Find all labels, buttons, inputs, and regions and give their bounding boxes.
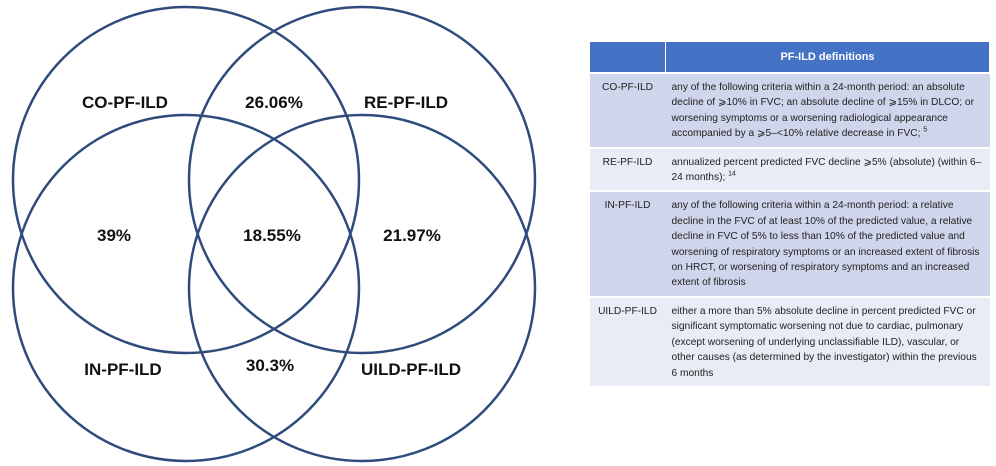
- definition-text: any of the following criteria within a 2…: [671, 200, 980, 289]
- circle-co-pf-ild: [11, 5, 361, 355]
- label-re-pf-ild: RE-PF-ILD: [364, 93, 448, 112]
- row-term: IN-PF-ILD: [589, 190, 666, 297]
- row-term: RE-PF-ILD: [589, 146, 666, 192]
- label-uild-pf-ild: UILD-PF-ILD: [361, 360, 461, 379]
- row-definition: any of the following criteria within a 2…: [665, 190, 990, 297]
- value-in-uild: 30.3%: [246, 356, 294, 375]
- table-row: RE-PF-ILD annualized percent predicted F…: [589, 146, 990, 192]
- value-co-re: 26.06%: [245, 93, 303, 112]
- circle-re-pf-ild: [187, 5, 537, 355]
- definition-text: either a more than 5% absolute decline i…: [671, 305, 977, 379]
- circle-uild-pf-ild: [187, 113, 537, 463]
- table-row: CO-PF-ILD any of the following criteria …: [589, 72, 990, 148]
- row-term: UILD-PF-ILD: [589, 295, 666, 386]
- row-term: CO-PF-ILD: [589, 72, 666, 148]
- label-co-pf-ild: CO-PF-ILD: [82, 93, 168, 112]
- value-co-in: 39%: [97, 226, 131, 245]
- table-row: IN-PF-ILD any of the following criteria …: [589, 190, 990, 297]
- row-definition: any of the following criteria within a 2…: [665, 72, 990, 148]
- table-row: UILD-PF-ILD either a more than 5% absolu…: [589, 295, 990, 386]
- value-re-uild: 21.97%: [383, 226, 441, 245]
- definition-text: any of the following criteria within a 2…: [671, 82, 974, 140]
- table-header-row: PF-ILD definitions: [589, 41, 990, 74]
- definitions-table: PF-ILD definitions CO-PF-ILD any of the …: [589, 41, 990, 386]
- table-header-corner: [589, 41, 666, 74]
- reference-number: 14: [728, 170, 736, 178]
- venn-diagram: CO-PF-ILD RE-PF-ILD IN-PF-ILD UILD-PF-IL…: [11, 5, 537, 463]
- label-in-pf-ild: IN-PF-ILD: [84, 360, 161, 379]
- row-definition: annualized percent predicted FVC decline…: [665, 146, 990, 192]
- circle-in-pf-ild: [11, 113, 361, 463]
- value-center: 18.55%: [243, 226, 301, 245]
- table-header-title: PF-ILD definitions: [665, 41, 990, 74]
- row-definition: either a more than 5% absolute decline i…: [665, 295, 990, 386]
- reference-number: 5: [923, 126, 928, 134]
- definition-text: annualized percent predicted FVC decline…: [671, 156, 982, 184]
